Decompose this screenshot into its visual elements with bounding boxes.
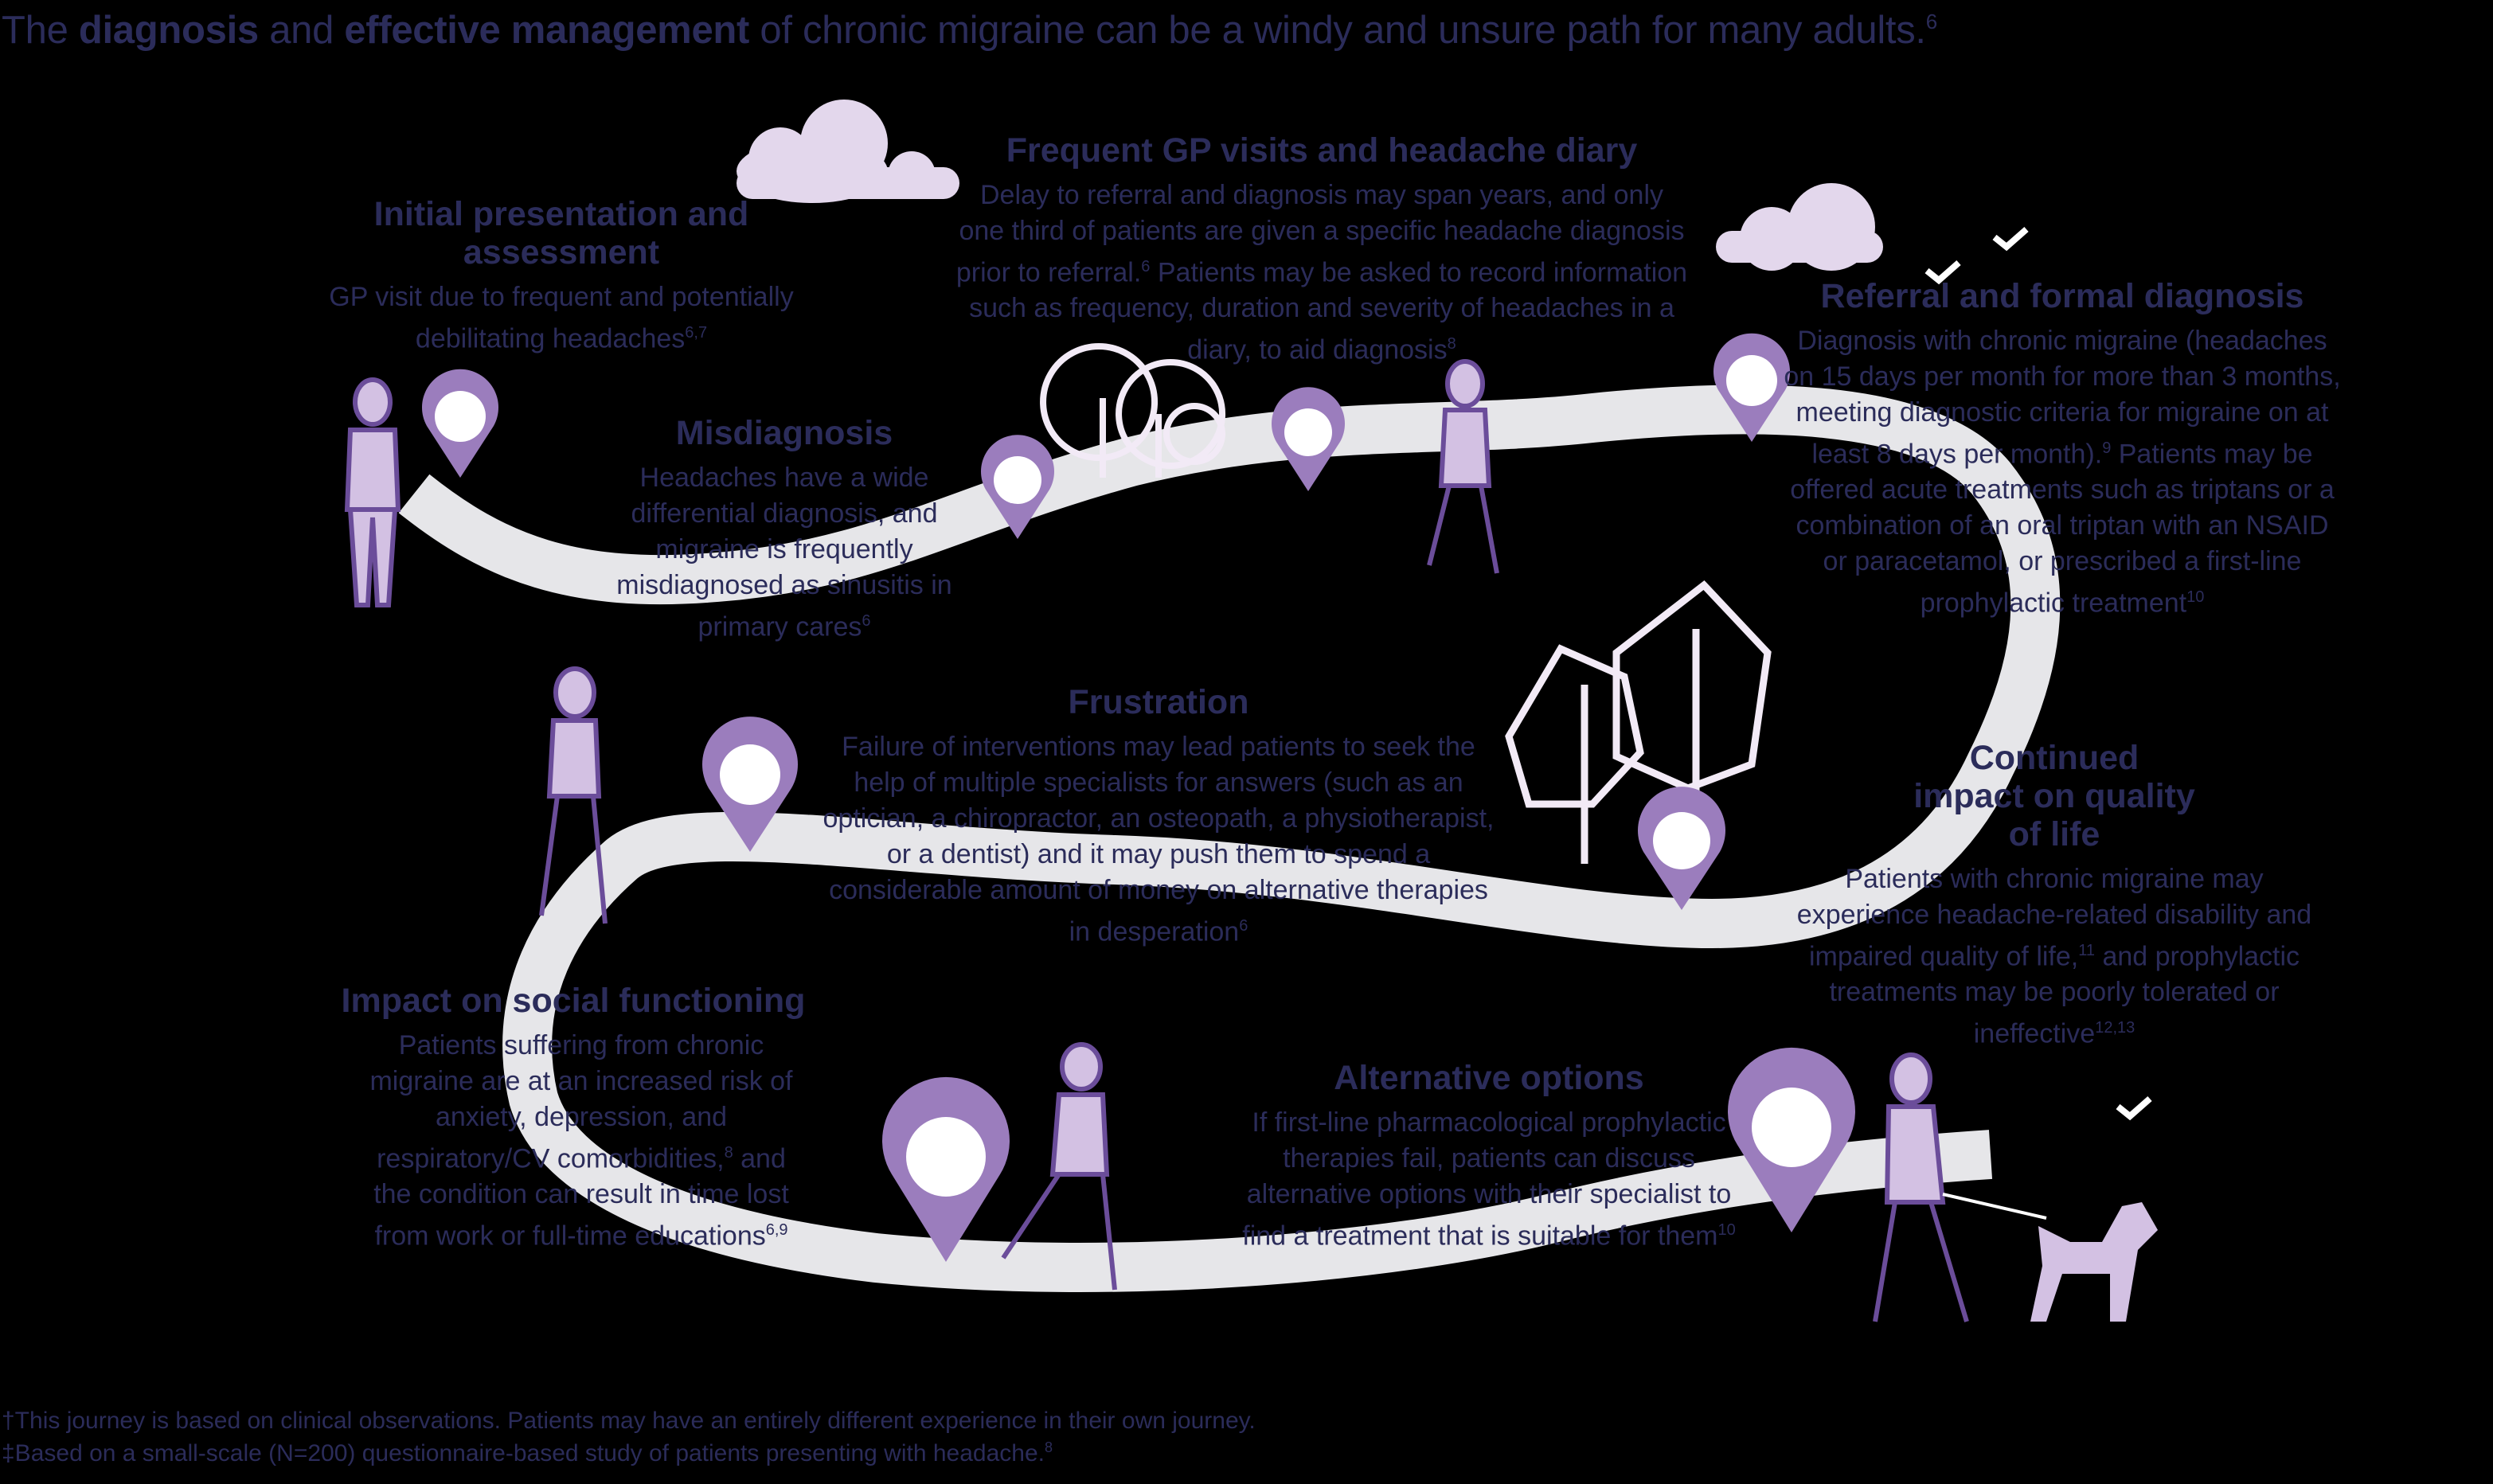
cloud-icon <box>1716 183 1883 271</box>
dog-icon <box>2030 1202 2158 1322</box>
stage-title: Referral and formal diagnosis <box>1820 277 2304 315</box>
stage-frustration: Frustration Failure of interventions may… <box>820 683 1497 950</box>
stage-body: Delay to referral and diagnosis may span… <box>955 180 1688 365</box>
stage-body: Patients with chronic migraine may exper… <box>1796 864 2312 1049</box>
stage-body: Failure of interventions may lead patien… <box>823 732 1495 947</box>
person-icon <box>1001 1042 1117 1291</box>
stage-referral-diagnosis: Referral and formal diagnosis Diagnosis … <box>1784 277 2341 622</box>
stage-title: Frequent GP visits and headache diary <box>1006 131 1638 170</box>
stage-title: Misdiagnosis <box>675 414 893 452</box>
location-pin-icon <box>882 1076 1010 1262</box>
tree-icon <box>1505 580 1772 864</box>
stage-body: If first-line pharmacological prophylact… <box>1242 1107 1736 1252</box>
footnote-dagger: †This journey is based on clinical obser… <box>2 1408 1256 1434</box>
location-pin-icon <box>1713 333 1790 442</box>
person-icon <box>344 377 401 607</box>
stage-body: Headaches have a wide differential diagn… <box>616 463 952 642</box>
stage-title: Continued impact on quality of life <box>1913 739 2195 853</box>
location-pin-icon <box>1272 387 1345 491</box>
location-pin-icon <box>422 369 498 478</box>
stage-body: Patients suffering from chronic migraine… <box>369 1030 793 1252</box>
stage-misdiagnosis: Misdiagnosis Headaches have a wide diffe… <box>613 414 955 645</box>
location-pin-icon <box>981 435 1054 539</box>
stage-title: Impact on social functioning <box>341 982 806 1020</box>
stage-title: Frustration <box>1068 683 1249 721</box>
winding-road <box>398 385 2061 1292</box>
stage-impact-social-functioning: Impact on social functioning Patients su… <box>334 982 812 1255</box>
stage-continued-impact-qol: Continued impact on quality of life Pati… <box>1792 739 2317 1052</box>
person-icon <box>1873 1052 2047 1322</box>
person-icon <box>539 666 608 924</box>
cloud-icon <box>737 100 959 203</box>
stage-body: GP visit due to frequent and potentially… <box>329 282 794 354</box>
person-icon <box>1427 359 1499 574</box>
location-pin-icon <box>1638 787 1725 910</box>
location-pin-icon <box>1728 1047 1855 1232</box>
bird-icon <box>1924 226 2152 1121</box>
page-headline: The diagnosis and effective management o… <box>2 9 1937 52</box>
stage-alternative-options: Alternative options If first-line pharma… <box>1234 1059 1744 1254</box>
stage-title: Alternative options <box>1334 1059 1644 1097</box>
stage-body: Diagnosis with chronic migraine (headach… <box>1784 326 2341 619</box>
footnote-double-dagger: ‡Based on a small-scale (N=200) question… <box>2 1439 1053 1466</box>
stage-initial-presentation: Initial presentation and assessment GP v… <box>315 195 808 357</box>
tree-icon <box>1040 343 1226 478</box>
stage-frequent-gp-visits: Frequent GP visits and headache diary De… <box>955 131 1688 369</box>
location-pin-icon <box>702 717 798 852</box>
stage-title: Initial presentation and assessment <box>373 195 749 271</box>
